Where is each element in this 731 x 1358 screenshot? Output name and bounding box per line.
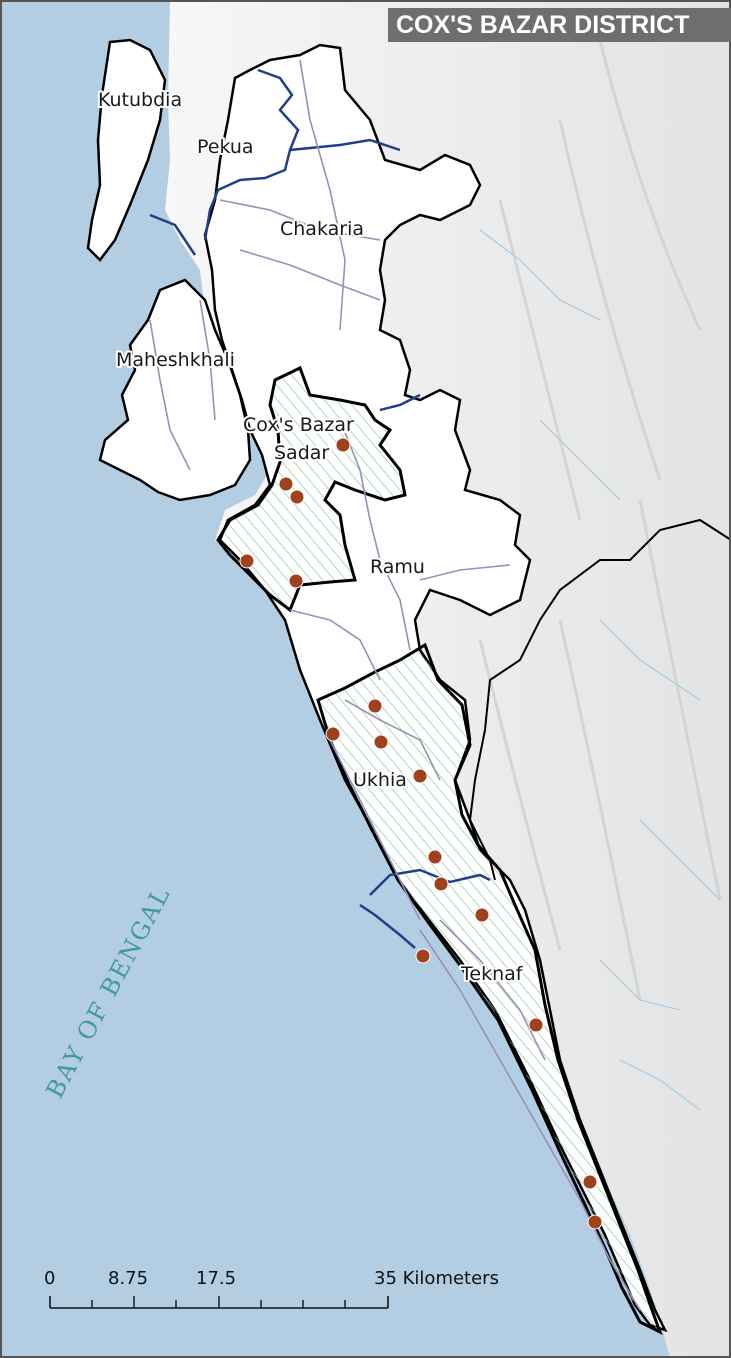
site-marker [289,489,305,505]
label-ramu: Ramu [370,556,425,578]
site-marker [288,573,304,589]
label-sadar: Sadar [274,442,329,464]
scale-tick-35: 35 Kilometers [374,1268,499,1289]
site-marker [325,726,341,742]
label-ukhia: Ukhia [353,769,407,791]
label-kutubdia: Kutubdia [98,89,182,111]
label-pekua: Pekua [197,136,254,158]
scale-tick-17-5: 17.5 [196,1268,236,1289]
site-markers [239,437,603,1230]
site-marker [433,876,449,892]
sadar-hatched-area [216,365,407,613]
site-marker [278,476,294,492]
site-marker [239,553,255,569]
scale-bar: 0 8.75 17.5 35 Kilometers [44,1268,499,1309]
map-title: COX'S BAZAR DISTRICT [388,8,731,42]
maheshkhali-island [98,278,252,502]
label-maheshkhali: Maheshkhali [116,349,235,371]
hill-ridges [478,39,722,1001]
site-marker [415,948,431,964]
site-marker [528,1017,544,1033]
site-marker [474,907,490,923]
label-chakaria: Chakaria [280,218,364,240]
label-coxs-bazar: Cox's Bazar [243,414,354,436]
international-boundary [468,518,731,881]
scale-tick-8-75: 8.75 [108,1268,148,1289]
site-marker [587,1214,603,1230]
site-marker [412,768,428,784]
road-network [149,59,641,1311]
site-marker [582,1174,598,1190]
major-rivers [149,68,491,949]
site-marker [427,849,443,865]
site-marker [373,734,389,750]
site-marker [367,698,383,714]
scale-tick-0: 0 [44,1268,55,1289]
streams [479,229,721,1111]
label-teknaf: Teknaf [460,963,524,985]
kutubdia-island [86,38,167,262]
ukhia-teknaf-hatched-area [316,642,663,1336]
site-marker [335,437,351,453]
